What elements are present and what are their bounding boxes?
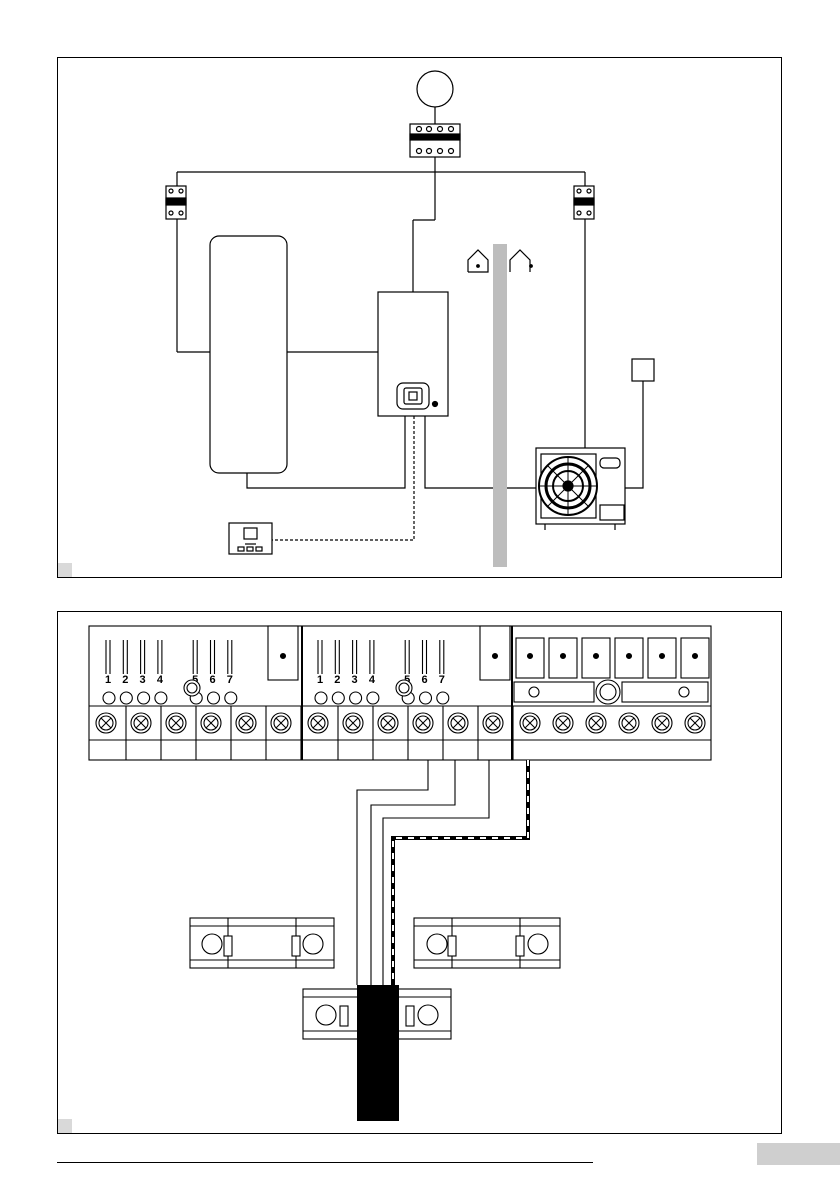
terminal-label: 1 (105, 674, 111, 686)
breaker-left (166, 172, 210, 352)
terminal-label: 1 (317, 674, 323, 686)
terminal-label: 6 (421, 674, 427, 686)
house-icon (510, 250, 532, 272)
terminal-label: 4 (369, 674, 376, 686)
page-tab (757, 1143, 840, 1165)
terminal-label: 7 (439, 674, 445, 686)
terminal-label: 2 (122, 674, 128, 686)
outdoor-unit (536, 448, 625, 530)
terminal-label: 7 (227, 674, 233, 686)
breaker-right (574, 172, 594, 448)
terminal-label: 4 (157, 674, 164, 686)
terminal-label: 6 (209, 674, 215, 686)
house-icon (468, 250, 488, 272)
indoor-unit (378, 292, 448, 416)
wall (493, 244, 507, 567)
terminal-label: 3 (352, 674, 358, 686)
main-switch (410, 124, 460, 157)
room-thermostat (229, 523, 272, 554)
terminal-label: 2 (334, 674, 340, 686)
cable-jacket (357, 985, 399, 1121)
storage-tank (210, 236, 287, 473)
power-supply (417, 71, 453, 107)
footer-rule (57, 1162, 593, 1163)
auxiliary-box (632, 359, 654, 381)
terminal-label: 3 (140, 674, 146, 686)
cable-clamp-left (190, 918, 334, 968)
cable-clamp-right (414, 918, 560, 968)
